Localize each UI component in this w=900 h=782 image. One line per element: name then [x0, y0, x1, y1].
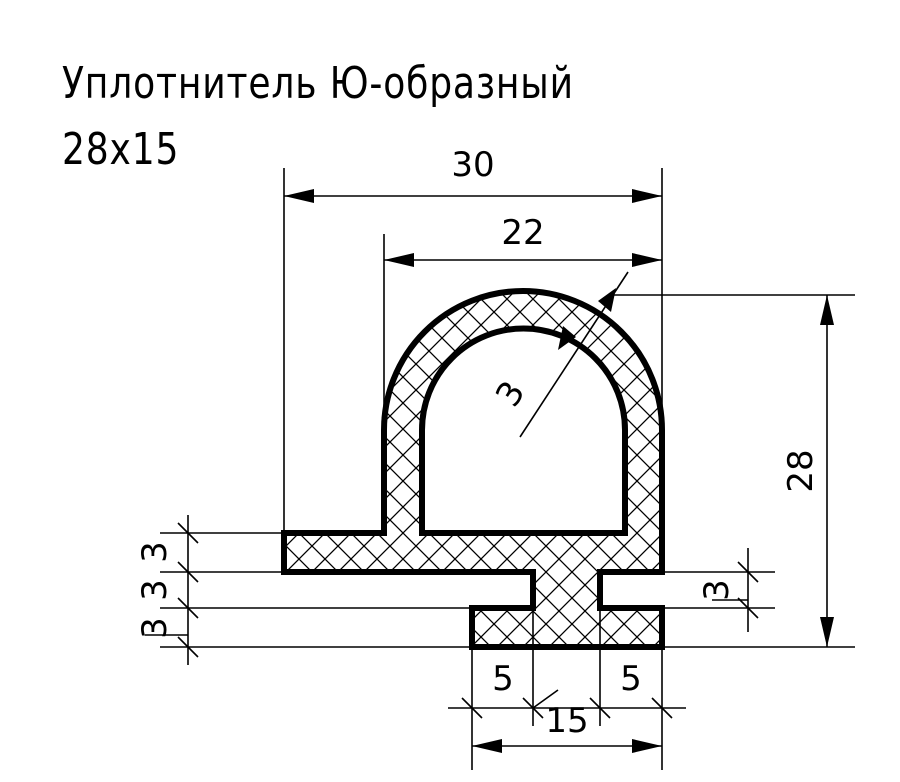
dim-left-step-3: 3	[135, 617, 175, 639]
dimension-arrowheads	[284, 189, 834, 753]
drawing-title: Уплотнитель Ю-образный	[62, 58, 574, 109]
dim-left-step-1: 3	[135, 541, 175, 563]
dim-bottom-right: 5	[620, 659, 642, 699]
dim-overall-width: 30	[451, 145, 494, 185]
dim-wall-thickness: 3	[488, 374, 533, 414]
drawing-size-label: 28x15	[62, 124, 180, 175]
dim-bottom-total: 15	[545, 701, 588, 741]
dim-left-step-2: 3	[135, 579, 175, 601]
dim-bottom-left: 5	[492, 659, 514, 699]
seal-cross-section	[281, 288, 665, 650]
dimension-lines	[145, 168, 855, 770]
dim-bulb-width: 22	[501, 213, 544, 253]
dim-right-flange: 3	[697, 579, 737, 601]
dim-height: 28	[781, 449, 821, 492]
